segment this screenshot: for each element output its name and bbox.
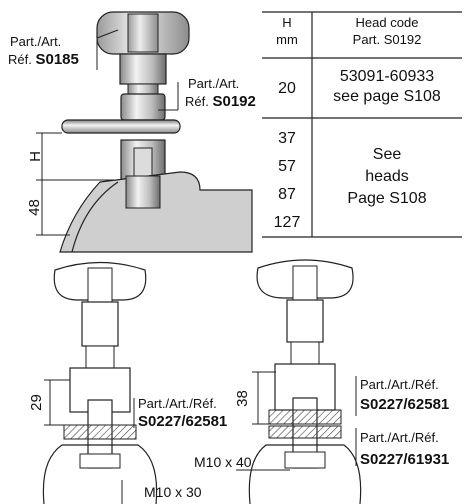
row1-code: 53091-60933 see page S108: [312, 67, 462, 107]
dim-48-label: 48: [25, 199, 43, 216]
lower-bolt: [133, 147, 153, 179]
row1-h: 20: [278, 80, 296, 97]
base-curve: [71, 181, 119, 253]
top-mid-part-code: S0192: [212, 93, 256, 110]
base-insert: [125, 175, 161, 209]
bl-plate: [42, 444, 158, 504]
spec-table: [262, 11, 462, 238]
br-knob-center: [292, 265, 318, 301]
header-h: H: [282, 15, 292, 30]
hex-nut: [127, 83, 159, 95]
header-head-code: Head code: [355, 15, 419, 30]
table-header-col1: H mm: [262, 14, 312, 48]
top-assembly: [36, 11, 253, 253]
br-bottom-nut: [284, 451, 326, 469]
header-part: Part. S0192: [352, 32, 422, 47]
br-label2-line1: Part./Art./Réf.: [360, 430, 439, 445]
bl-label-code: S0227/62581: [138, 413, 228, 430]
dim-h-label: H: [26, 151, 44, 162]
top-mid-label-line1: Part./Art.: [188, 76, 240, 91]
row-h-87: 87: [278, 186, 296, 203]
bl-dim-29: 29: [27, 394, 45, 411]
bl-bottom-nut: [79, 453, 121, 469]
br-washer-bottom: [268, 425, 342, 439]
knob-center: [127, 13, 159, 53]
bl-label-line1: Part./Art./Réf.: [138, 396, 217, 411]
row1-code-line2: see page S108: [333, 88, 441, 105]
bl-knob-center: [87, 267, 113, 303]
br-neck: [286, 299, 324, 343]
row-h-57: 57: [278, 158, 296, 175]
see-heads-line3: Page S108: [347, 190, 427, 207]
br-plate: [248, 444, 362, 504]
row-h-37: 37: [278, 130, 296, 147]
top-left-label-line1: Part./Art.: [10, 34, 62, 49]
br-washer-top: [268, 409, 342, 425]
top-left-label-line2: Réf. S0185: [8, 52, 79, 68]
row1-code-line1: 53091-60933: [339, 68, 435, 85]
top-left-label-prefix: Réf.: [8, 52, 36, 67]
rows-h-list: 37 57 87 127: [262, 125, 312, 237]
br-label1-code: S0227/62581: [360, 396, 450, 413]
rod: [61, 119, 181, 134]
bottom-left-assembly: [42, 261, 158, 504]
bottom-right-assembly: [236, 259, 362, 504]
see-heads-line2: heads: [365, 168, 409, 185]
base-plate: [59, 171, 253, 253]
clamp-body: [120, 93, 166, 121]
top-mid-label-line2: Réf. S0192: [185, 94, 256, 110]
bl-screw-label: M10 x 30: [144, 484, 202, 500]
br-label2-code: S0227/61931: [360, 451, 450, 468]
knob-neck: [119, 53, 167, 85]
top-left-part-code: S0185: [35, 51, 79, 68]
br-screw-label: M10 x 40: [194, 454, 252, 470]
see-heads-line1: See: [372, 146, 402, 163]
br-nut: [290, 341, 320, 365]
bl-neck: [81, 301, 119, 347]
br-label1-line1: Part./Art./Réf.: [360, 377, 439, 392]
header-mm: mm: [276, 32, 298, 47]
top-mid-label-prefix: Réf.: [185, 94, 213, 109]
br-dim-38: 38: [233, 390, 251, 407]
table-header-col2: Head code Part. S0192: [312, 14, 462, 48]
see-heads-note: See heads Page S108: [312, 144, 462, 210]
bl-nut: [85, 345, 115, 369]
row-h-127: 127: [273, 214, 301, 231]
bl-washer: [63, 424, 137, 440]
